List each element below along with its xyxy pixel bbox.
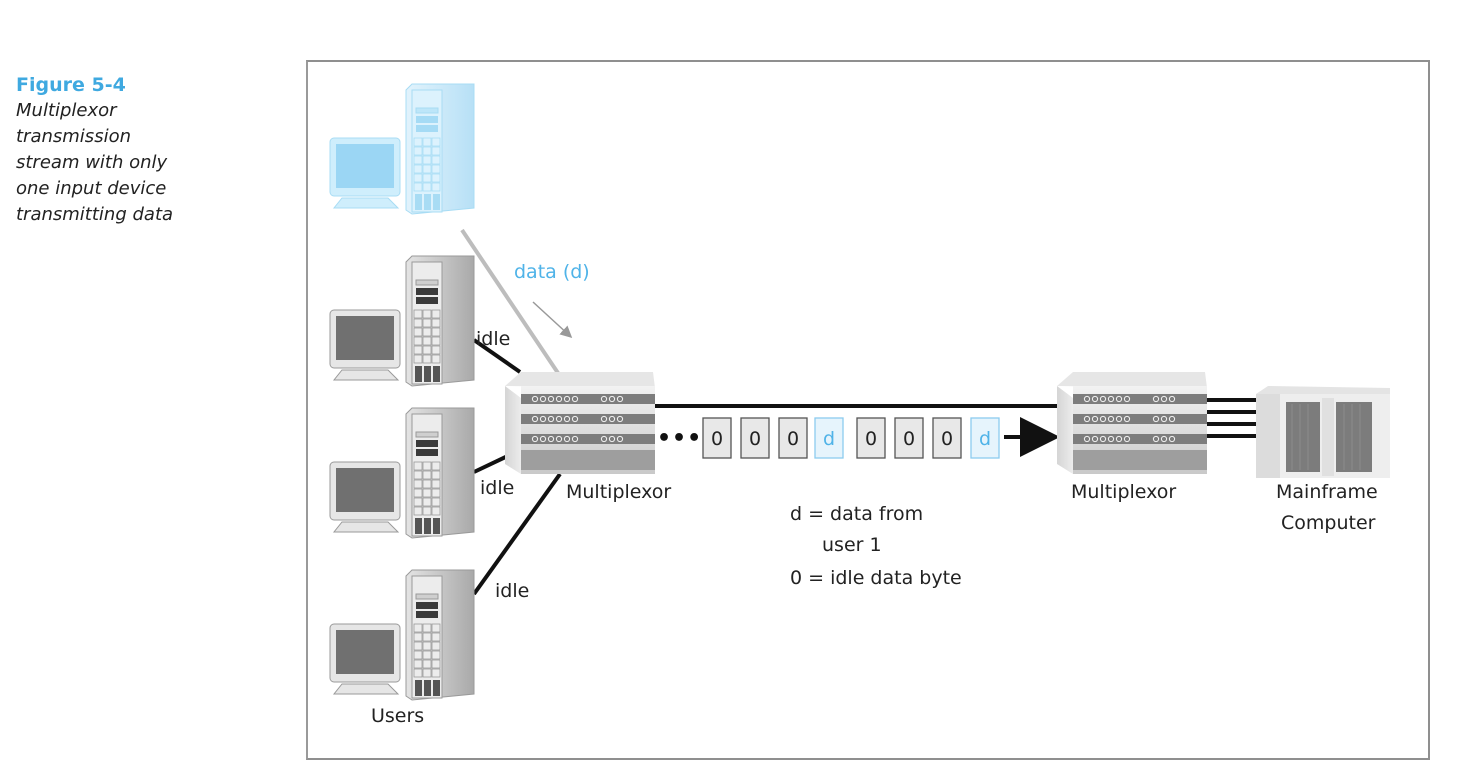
stream-cell-value: 0 [749, 428, 761, 450]
stream-cell-value: 0 [865, 428, 877, 450]
legend-line-d: d = data from [790, 503, 923, 525]
figure-number: Figure 5-4 [16, 74, 126, 96]
idle-link-user-4 [472, 472, 562, 596]
multiplexor-left-label: Multiplexor [566, 481, 671, 503]
stream-cell-data: d [814, 417, 844, 459]
stream-cell-idle: 0 [932, 417, 962, 459]
link-label-user-4: idle [495, 580, 529, 602]
stream-cell-idle: 0 [894, 417, 924, 459]
stream-cell-value: 0 [903, 428, 915, 450]
stream-cell-value: 0 [787, 428, 799, 450]
active-data-link [460, 228, 562, 378]
multiplexor-left-icon [505, 372, 655, 474]
user-workstation-active-icon [329, 83, 475, 215]
users-label: Users [371, 705, 424, 727]
figure-description-line: one input device [16, 178, 167, 199]
multiplexor-right-icon [1057, 372, 1207, 474]
link-label-user-1: data (d) [514, 261, 590, 283]
stream-cell-value: 0 [941, 428, 953, 450]
stream-cell-idle: 0 [856, 417, 886, 459]
idle-link-user-2 [472, 338, 522, 374]
data-direction-arrow [532, 301, 573, 339]
figure-description-line: transmission [16, 126, 131, 147]
stream-ellipsis: ••• [657, 426, 702, 451]
user-workstation-idle-icon [329, 569, 475, 701]
figure-description-line: Multiplexor [16, 100, 117, 121]
multiplexor-right-label: Multiplexor [1071, 481, 1176, 503]
stream-cell-value: 0 [711, 428, 723, 450]
mainframe-label-line1: Mainframe [1276, 481, 1378, 503]
legend-line-idle: 0 = idle data byte [790, 567, 962, 589]
link-label-user-3: idle [480, 477, 514, 499]
figure-description-line: transmitting data [16, 204, 174, 225]
link-label-user-2: idle [476, 328, 510, 350]
mainframe-label-line2: Computer [1281, 512, 1376, 534]
stream-cell-idle: 0 [702, 417, 732, 459]
stream-cell-idle: 0 [740, 417, 770, 459]
user-workstation-idle-icon [329, 255, 475, 387]
figure-caption: Figure 5-4 Multiplexor transmission stre… [16, 72, 256, 228]
mainframe-icon [1256, 386, 1390, 478]
stream-cell-data: d [970, 417, 1000, 459]
stream-cell-idle: 0 [778, 417, 808, 459]
stream-cell-value: d [979, 428, 991, 450]
figure-description-line: stream with only [16, 152, 168, 173]
legend-line-user: user 1 [822, 534, 882, 556]
user-workstation-idle-icon [329, 407, 475, 539]
stream-cell-value: d [823, 428, 835, 450]
